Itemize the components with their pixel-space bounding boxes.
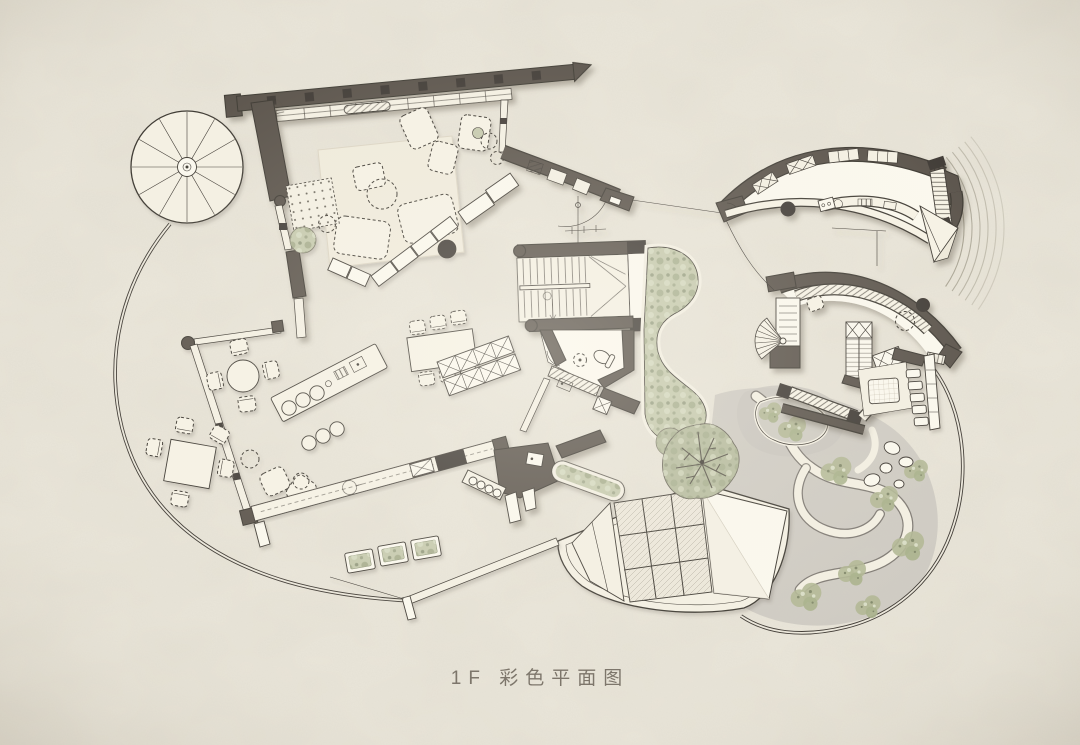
caption: 1F 彩色平面图 <box>450 668 630 689</box>
